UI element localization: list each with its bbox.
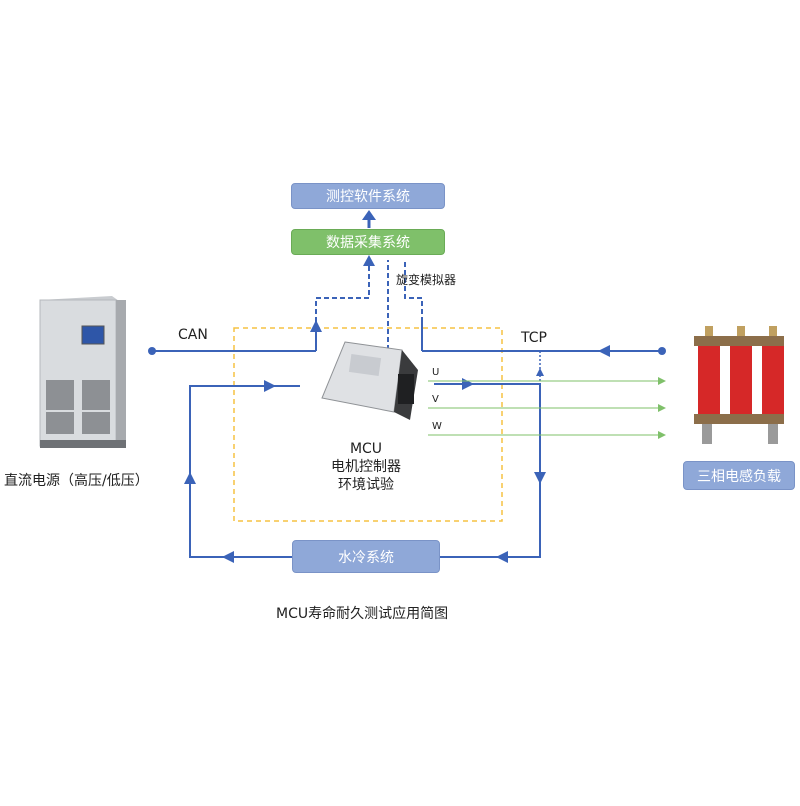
phase-u-arrow	[658, 377, 666, 385]
dc-power-cabinet	[39, 296, 126, 448]
inductive-load-box: 三相电感负载	[683, 461, 795, 490]
phase-v-arrow	[658, 404, 666, 412]
cooling-arrow-left	[184, 472, 196, 484]
phase-w-label: W	[432, 421, 442, 432]
test-software-box: 测控软件系统	[291, 183, 445, 209]
tcp-label: TCP	[521, 330, 547, 346]
cooling-arrow-bottom-left	[222, 551, 234, 563]
cooling-arrow-top-left	[264, 380, 276, 392]
tcp-dotted-arrow	[536, 368, 544, 376]
phase-w-arrow	[658, 431, 666, 439]
can-endpoint	[148, 347, 156, 355]
dashed-tcp-line	[404, 260, 423, 322]
mcu-line-2: 电机控制器	[331, 459, 401, 475]
mcu-text: MCU 电机控制器 环境试验	[300, 440, 432, 494]
environment-chamber-outline	[233, 327, 503, 522]
cooling-arrow-right	[534, 472, 546, 484]
cooling-arrow-top-right	[462, 378, 474, 390]
mcu-controller	[321, 341, 418, 420]
cooling-arrow-bottom-right	[496, 551, 508, 563]
inductive-load-label: 三相电感负载	[697, 468, 781, 485]
data-acquisition-box: 数据采集系统	[291, 229, 445, 255]
can-label: CAN	[178, 327, 208, 343]
phase-u-label: U	[432, 367, 440, 378]
mcu-line-3: 环境试验	[338, 477, 394, 493]
water-cooling-box: 水冷系统	[292, 540, 440, 573]
software-link-arrow	[362, 210, 376, 220]
can-up-arrow	[310, 320, 322, 332]
tcp-endpoint	[658, 347, 666, 355]
dashed-link-arrow	[363, 255, 375, 266]
mcu-line-1: MCU	[349, 441, 383, 457]
dashed-link-left	[315, 260, 370, 322]
tcp-arrow	[598, 345, 610, 357]
diagram-caption: MCU寿命耐久测试应用简图	[276, 606, 449, 622]
test-software-label: 测控软件系统	[326, 189, 410, 205]
inductor-load	[694, 326, 784, 444]
cooling-loop	[189, 383, 541, 558]
phase-v-label: V	[432, 394, 439, 405]
water-cooling-label: 水冷系统	[338, 549, 394, 566]
data-acquisition-label: 数据采集系统	[326, 235, 410, 251]
resolver-label: 旋变模拟器	[396, 273, 457, 287]
dc-power-label: 直流电源（高压/低压）	[4, 473, 149, 489]
